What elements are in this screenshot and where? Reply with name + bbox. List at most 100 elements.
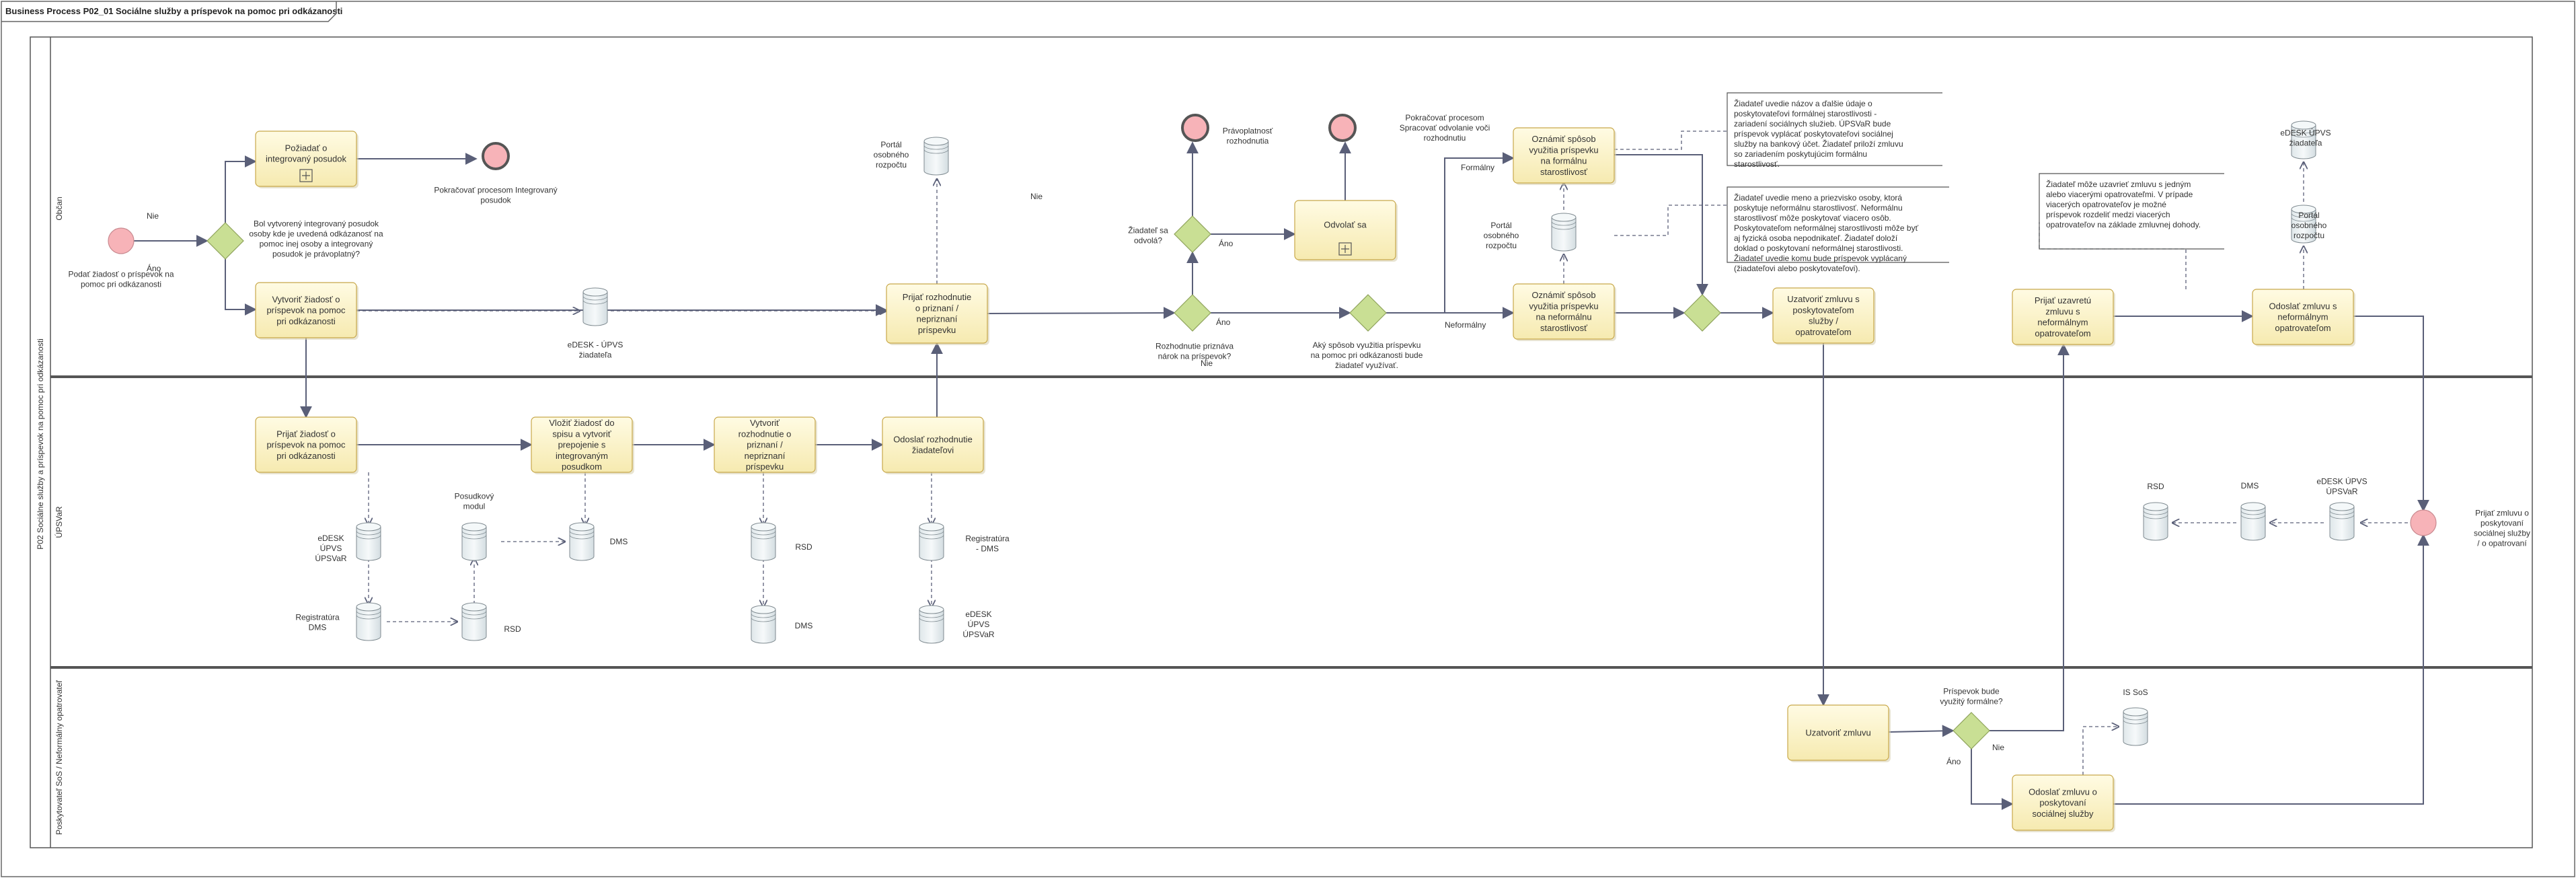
annotation-text: Žiadateľ uvedie meno a priezvisko osoby,…: [1734, 192, 1919, 273]
lane-label-obcan: Občan: [54, 196, 64, 220]
sequence-flow: [225, 155, 257, 223]
flow-label-nie-2: Nie: [1030, 192, 1043, 201]
flow-label-formalny: Formálny: [1461, 163, 1494, 172]
flow-label-nie-3: Nie: [1201, 359, 1213, 368]
data-store-label: IS SoS: [2123, 688, 2148, 697]
sequence-flows: [133, 141, 2429, 810]
flow-label-nie-1: Nie: [147, 211, 159, 221]
sequence-flow: [2353, 316, 2429, 512]
data-store-label: DMS: [2241, 481, 2259, 490]
annotation-n2: Žiadateľ uvedie meno a priezvisko osoby,…: [1727, 186, 1949, 273]
flow-label-ano-4: Áno: [1946, 756, 1961, 766]
diagram-title: Business Process P02_01 Sociálne služby …: [5, 6, 343, 16]
task-t4[interactable]: Odvolať sa: [1294, 200, 1398, 262]
data-store-icon: IS SoS: [2123, 688, 2148, 746]
task-label: Odvolať sa: [1324, 220, 1367, 230]
pool: [30, 36, 2533, 848]
data-store-icon: Registratúra- DMS: [919, 522, 1010, 561]
data-store-label: DMS: [795, 621, 813, 630]
flow-labels: Nie Áno Nie Áno Áno Nie Formálny Neformá…: [147, 163, 2004, 766]
flow-label-ano-2: Áno: [1219, 238, 1234, 248]
sequence-flow: [225, 259, 257, 316]
lane-label-poskytovatel: Poskytovateľ SoS / Neformálny opatrovate…: [54, 680, 64, 835]
data-association: [1614, 131, 1727, 150]
data-store-icon: RSD: [461, 602, 521, 641]
data-store-label: RSD: [504, 624, 521, 634]
data-store-label: DMS: [610, 537, 628, 546]
flow-label-neformalny: Neformálny: [1445, 320, 1486, 330]
flow-label-nie-4: Nie: [1992, 743, 2004, 752]
sequence-flow: [1444, 152, 1515, 313]
data-association: [2082, 727, 2119, 775]
sequence-flow: [987, 307, 1176, 320]
lane-label-upsvar: ÚPSVaR: [54, 506, 64, 538]
data-store-icon: RSD: [2143, 482, 2168, 541]
gateway-g5[interactable]: [1683, 294, 1721, 332]
data-store-icon: RSD: [751, 522, 812, 561]
task-t14[interactable]: Uzatvoriť zmluvu: [1787, 704, 1891, 762]
sequence-flow: [1971, 749, 2014, 810]
data-store-label: RSD: [795, 542, 812, 552]
flow-label-ano-3: Áno: [1216, 317, 1231, 327]
pool-label: P02 Sociálne služby a príspevok na pomoc…: [36, 338, 45, 550]
data-association: [1614, 205, 1727, 236]
subprocess-marker-icon: [299, 169, 313, 182]
